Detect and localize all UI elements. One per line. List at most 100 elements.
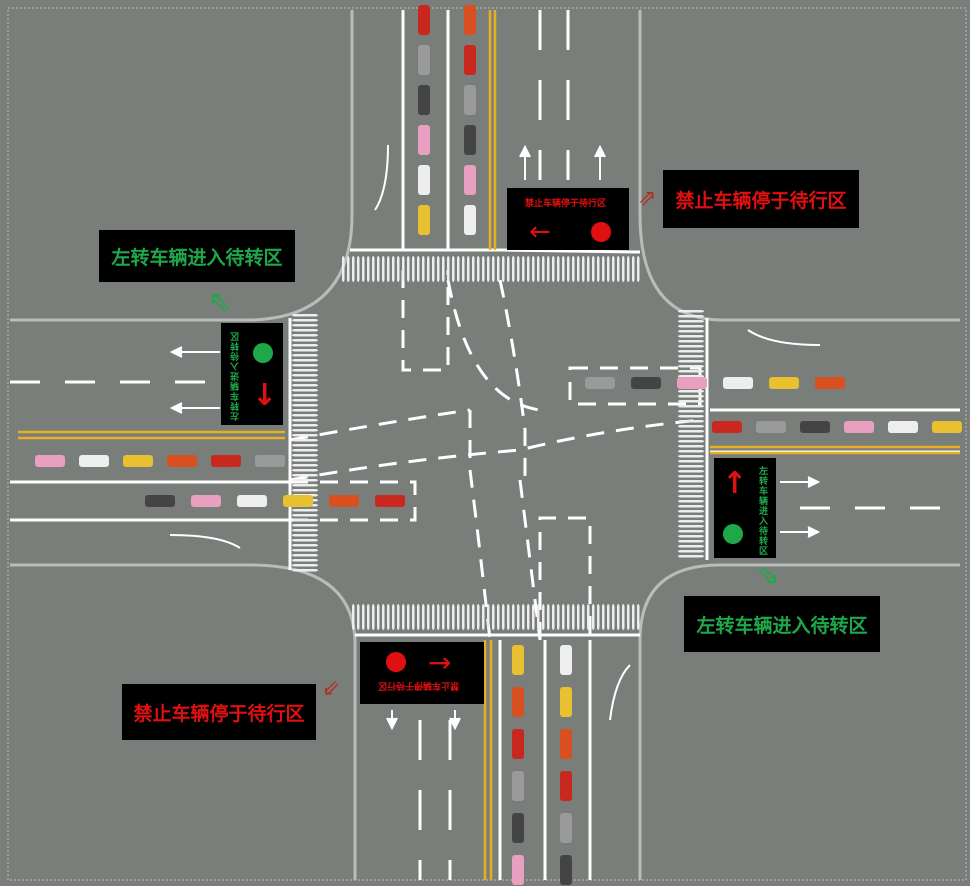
crosswalk-stripe [427,256,430,282]
crosswalk-stripe [678,485,704,488]
car [560,645,572,675]
crosswalk-stripe [417,256,420,282]
crosswalk-stripe [678,410,704,413]
crosswalk-stripe [678,400,704,403]
car [631,377,661,389]
crosswalk-stripe [678,420,704,423]
car [145,495,175,507]
crosswalk-stripe [292,534,318,537]
car [464,45,476,75]
crosswalk-stripe [292,444,318,447]
crosswalk-stripe [507,604,510,630]
left-turn-label-left: 左转车辆进入待转区 [99,230,295,282]
crosswalk-stripe [678,355,704,358]
crosswalk-stripe [678,500,704,503]
crosswalk-stripe [402,256,405,282]
crosswalk-stripe [357,604,360,630]
crosswalk-stripe [292,364,318,367]
crosswalk-stripe [417,604,420,630]
car [769,377,799,389]
red-light-icon [591,222,611,242]
crosswalk-stripe [497,256,500,282]
crosswalk-stripe [678,480,704,483]
car [418,125,430,155]
crosswalk-stripe [292,524,318,527]
car [560,687,572,717]
crosswalk-stripe [577,256,580,282]
no-stop-label-bottom: 禁止车辆停于待行区 [122,684,316,740]
crosswalk-stripe [582,256,585,282]
crosswalk-stripe [442,604,445,630]
crosswalk-stripe [572,256,575,282]
crosswalk-stripe [612,256,615,282]
crosswalk-stripe [678,550,704,553]
car [464,125,476,155]
crosswalk-stripe [547,604,550,630]
left-turn-label-right: 左转车辆进入待转区 [684,596,880,652]
crosswalk-stripe [292,564,318,567]
crosswalk-stripe [487,256,490,282]
car [464,85,476,115]
crosswalk-stripe [592,604,595,630]
crosswalk-stripe [422,256,425,282]
crosswalk-stripe [627,256,630,282]
crosswalk-stripe [678,540,704,543]
car [512,645,524,675]
crosswalk-stripe [452,604,455,630]
crosswalk-stripe [377,256,380,282]
car [560,729,572,759]
car [560,771,572,801]
crosswalk-stripe [557,604,560,630]
crosswalk-stripe [487,604,490,630]
crosswalk-stripe [292,449,318,452]
crosswalk-stripe [352,604,355,630]
crosswalk-stripe [292,539,318,542]
crosswalk-stripe [678,430,704,433]
crosswalk-stripe [678,535,704,538]
crosswalk-stripe [292,514,318,517]
crosswalk-stripe [567,256,570,282]
west-signal-board: 左转车辆进入待转区 ↓ [221,323,283,425]
crosswalk-stripe [292,324,318,327]
car [512,687,524,717]
car [677,377,707,389]
car [211,455,241,467]
crosswalk-stripe [632,256,635,282]
crosswalk-stripe [292,424,318,427]
crosswalk-stripe [678,375,704,378]
car [512,729,524,759]
crosswalk-stripe [632,604,635,630]
crosswalk-stripe [292,374,318,377]
crosswalk-stripe [617,604,620,630]
crosswalk-stripe [457,256,460,282]
crosswalk-stripe [292,319,318,322]
car [418,45,430,75]
crosswalk-stripe [427,604,430,630]
crosswalk-stripe [292,369,318,372]
crosswalk-stripe [678,320,704,323]
crosswalk-stripe [392,604,395,630]
crosswalk-stripe [292,554,318,557]
crosswalk-stripe [552,604,555,630]
crosswalk-stripe [387,604,390,630]
crosswalk-stripe [377,604,380,630]
crosswalk-stripe [472,604,475,630]
crosswalk-stripe [292,469,318,472]
crosswalk-stripe [292,399,318,402]
crosswalk-stripe [678,350,704,353]
crosswalk-stripe [502,604,505,630]
crosswalk-stripe [292,474,318,477]
car [237,495,267,507]
crosswalk-stripe [397,256,400,282]
crosswalk-stripe [462,256,465,282]
crosswalk-stripe [292,344,318,347]
crosswalk-stripe [292,349,318,352]
crosswalk-stripe [382,604,385,630]
crosswalk-stripe [678,455,704,458]
crosswalk-stripe [482,256,485,282]
south-signal-board: → 禁止车辆停于待行区 [360,642,484,704]
crosswalk-stripe [678,475,704,478]
car [35,455,65,467]
car [712,421,742,433]
crosswalk-stripe [292,429,318,432]
